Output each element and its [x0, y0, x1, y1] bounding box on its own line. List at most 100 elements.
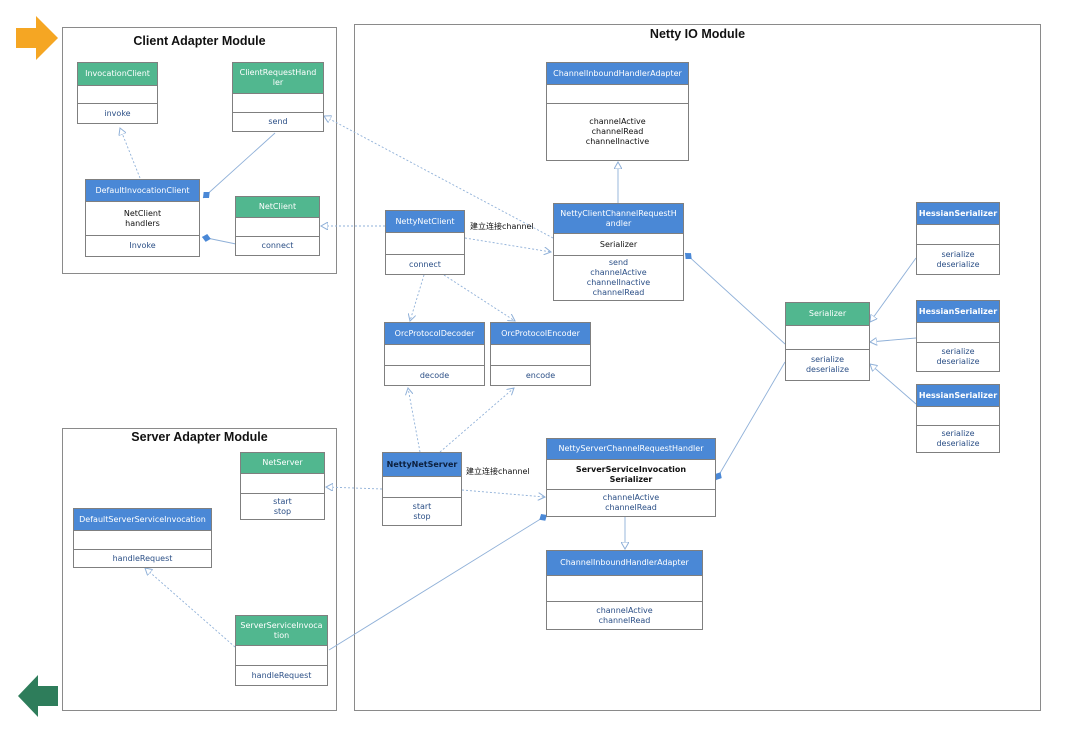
class-operations: connect: [236, 236, 319, 255]
class-netty-client-channel-request-handler[interactable]: NettyClientChannelRequestH andler Serial…: [553, 203, 684, 301]
class-attributes: [547, 575, 702, 601]
class-header: ChannelInboundHandlerAdapter: [547, 63, 688, 84]
class-header: HessianSerializer: [917, 301, 999, 322]
class-attributes: [78, 85, 157, 103]
class-attributes: [233, 93, 323, 112]
arrow-right-icon[interactable]: [16, 16, 58, 60]
class-operations: start stop: [241, 493, 324, 519]
class-default-invocation-client[interactable]: DefaultInvocationClient NetClient handle…: [85, 179, 200, 257]
class-header: NettyNetServer: [383, 453, 461, 476]
class-attributes: [386, 232, 464, 254]
class-attributes: [917, 406, 999, 425]
class-hessian-serializer-2[interactable]: HessianSerializer serialize deserialize: [916, 300, 1000, 372]
connector-service-invocation-to-default-service: [145, 568, 236, 648]
arrow-left-icon[interactable]: [18, 675, 58, 717]
class-operations: send channelActive channelInactive chann…: [554, 255, 683, 300]
class-operations: encode: [491, 365, 590, 385]
class-channel-inbound-handler-adapter-bottom[interactable]: ChannelInboundHandlerAdapter channelActi…: [546, 550, 703, 630]
class-netty-net-server[interactable]: NettyNetServer start stop: [382, 452, 462, 526]
class-attributes: [236, 645, 327, 665]
client-adapter-module-title: Client Adapter Module: [133, 34, 266, 48]
class-operations: handleRequest: [236, 665, 327, 685]
server-adapter-module-title: Server Adapter Module: [131, 430, 268, 444]
class-header: NettyNetClient: [386, 211, 464, 232]
class-header: HessianSerializer: [917, 203, 999, 224]
class-server-service-invocation[interactable]: ServerServiceInvoca tion handleRequest: [235, 615, 328, 686]
connector-handler-to-default: [202, 132, 276, 199]
connector-netty-net-client-to-decoder: [410, 274, 425, 321]
class-attributes: [786, 325, 869, 349]
class-header: ChannelInboundHandlerAdapter: [547, 551, 702, 575]
class-operations: serialize deserialize: [917, 244, 999, 274]
class-invocation-client[interactable]: InvocationClient invoke: [77, 62, 158, 124]
connector-netty-net-client-to-encoder: [443, 274, 515, 321]
connector-channel-handler-to-client-request-handler: [324, 116, 554, 239]
connector-netty-net-client-to-channel-handler: [464, 237, 551, 252]
class-operations: channelActive channelRead channelInactiv…: [547, 103, 688, 160]
class-header: ClientRequestHand ler: [233, 63, 323, 93]
class-operations: channelActive channelRead: [547, 489, 715, 516]
class-net-server[interactable]: NetServer start stop: [240, 452, 325, 520]
class-client-request-handler[interactable]: ClientRequestHand ler send: [232, 62, 324, 132]
class-netty-net-client[interactable]: NettyNetClient connect: [385, 210, 465, 275]
class-header: NettyServerChannelRequestHandler: [547, 439, 715, 459]
class-attributes: Serializer: [554, 233, 683, 255]
class-header: NetServer: [241, 453, 324, 473]
class-attributes: [241, 473, 324, 493]
class-header: Serializer: [786, 303, 869, 325]
class-attributes: [491, 344, 590, 365]
class-attributes: [917, 322, 999, 342]
class-attributes: [917, 224, 999, 244]
connector-hessian1-to-serializer: [870, 257, 917, 322]
class-operations: serialize deserialize: [786, 349, 869, 380]
class-netty-server-channel-request-handler[interactable]: NettyServerChannelRequestHandler ServerS…: [546, 438, 716, 517]
class-default-server-service-invocation[interactable]: DefaultServerServiceInvocation handleReq…: [73, 508, 212, 568]
class-header: InvocationClient: [78, 63, 157, 85]
class-header: ServerServiceInvoca tion: [236, 616, 327, 645]
class-operations: serialize deserialize: [917, 425, 999, 452]
class-attributes: [236, 217, 319, 236]
class-header: DefaultInvocationClient: [86, 180, 199, 201]
class-operations: send: [233, 112, 323, 131]
class-attributes: NetClient handlers: [86, 201, 199, 235]
class-attributes: [547, 84, 688, 103]
connector-serializer-to-server-handler: [714, 361, 786, 481]
connector-service-invocation-to-server-handler: [328, 513, 548, 651]
connector-default-to-invocation-client: [120, 128, 141, 179]
connector-netty-net-server-to-decoder: [408, 388, 421, 453]
class-header: NettyClientChannelRequestH andler: [554, 204, 683, 233]
netty-io-module-title: Netty IO Module: [649, 27, 746, 41]
class-operations: decode: [385, 365, 484, 385]
class-operations: channelActive channelRead: [547, 601, 702, 629]
class-operations: serialize deserialize: [917, 342, 999, 371]
connector-netty-net-server-to-encoder: [439, 388, 514, 453]
connector-serializer-to-channel-handler: [684, 252, 786, 345]
class-operations: Invoke: [86, 235, 199, 256]
class-attributes: [74, 530, 211, 549]
class-attributes: [385, 344, 484, 365]
class-hessian-serializer-1[interactable]: HessianSerializer serialize deserialize: [916, 202, 1000, 275]
connector-netclient-to-default: [201, 233, 237, 245]
class-attributes: ServerServiceInvocation Serializer: [547, 459, 715, 489]
class-net-client[interactable]: NetClient connect: [235, 196, 320, 256]
class-header: OrcProtocolEncoder: [491, 323, 590, 344]
class-attributes: [383, 476, 461, 497]
connector-hessian2-to-serializer: [870, 338, 917, 342]
server-connect-label: 建立连接channel: [466, 467, 530, 476]
class-serializer[interactable]: Serializer serialize deserialize: [785, 302, 870, 381]
class-orc-protocol-encoder[interactable]: OrcProtocolEncoder encode: [490, 322, 591, 386]
class-operations: handleRequest: [74, 549, 211, 567]
class-hessian-serializer-3[interactable]: HessianSerializer serialize deserialize: [916, 384, 1000, 453]
connector-netty-net-server-to-net-server: [326, 487, 383, 489]
connector-hessian3-to-serializer: [870, 364, 917, 405]
connector-netty-net-server-to-server-handler: [461, 489, 545, 497]
class-header: OrcProtocolDecoder: [385, 323, 484, 344]
class-header: HessianSerializer: [917, 385, 999, 406]
class-operations: invoke: [78, 103, 157, 123]
client-connect-label: 建立连接channel: [470, 222, 534, 231]
class-header: NetClient: [236, 197, 319, 217]
class-orc-protocol-decoder[interactable]: OrcProtocolDecoder decode: [384, 322, 485, 386]
class-channel-inbound-handler-adapter-top[interactable]: ChannelInboundHandlerAdapter channelActi…: [546, 62, 689, 161]
